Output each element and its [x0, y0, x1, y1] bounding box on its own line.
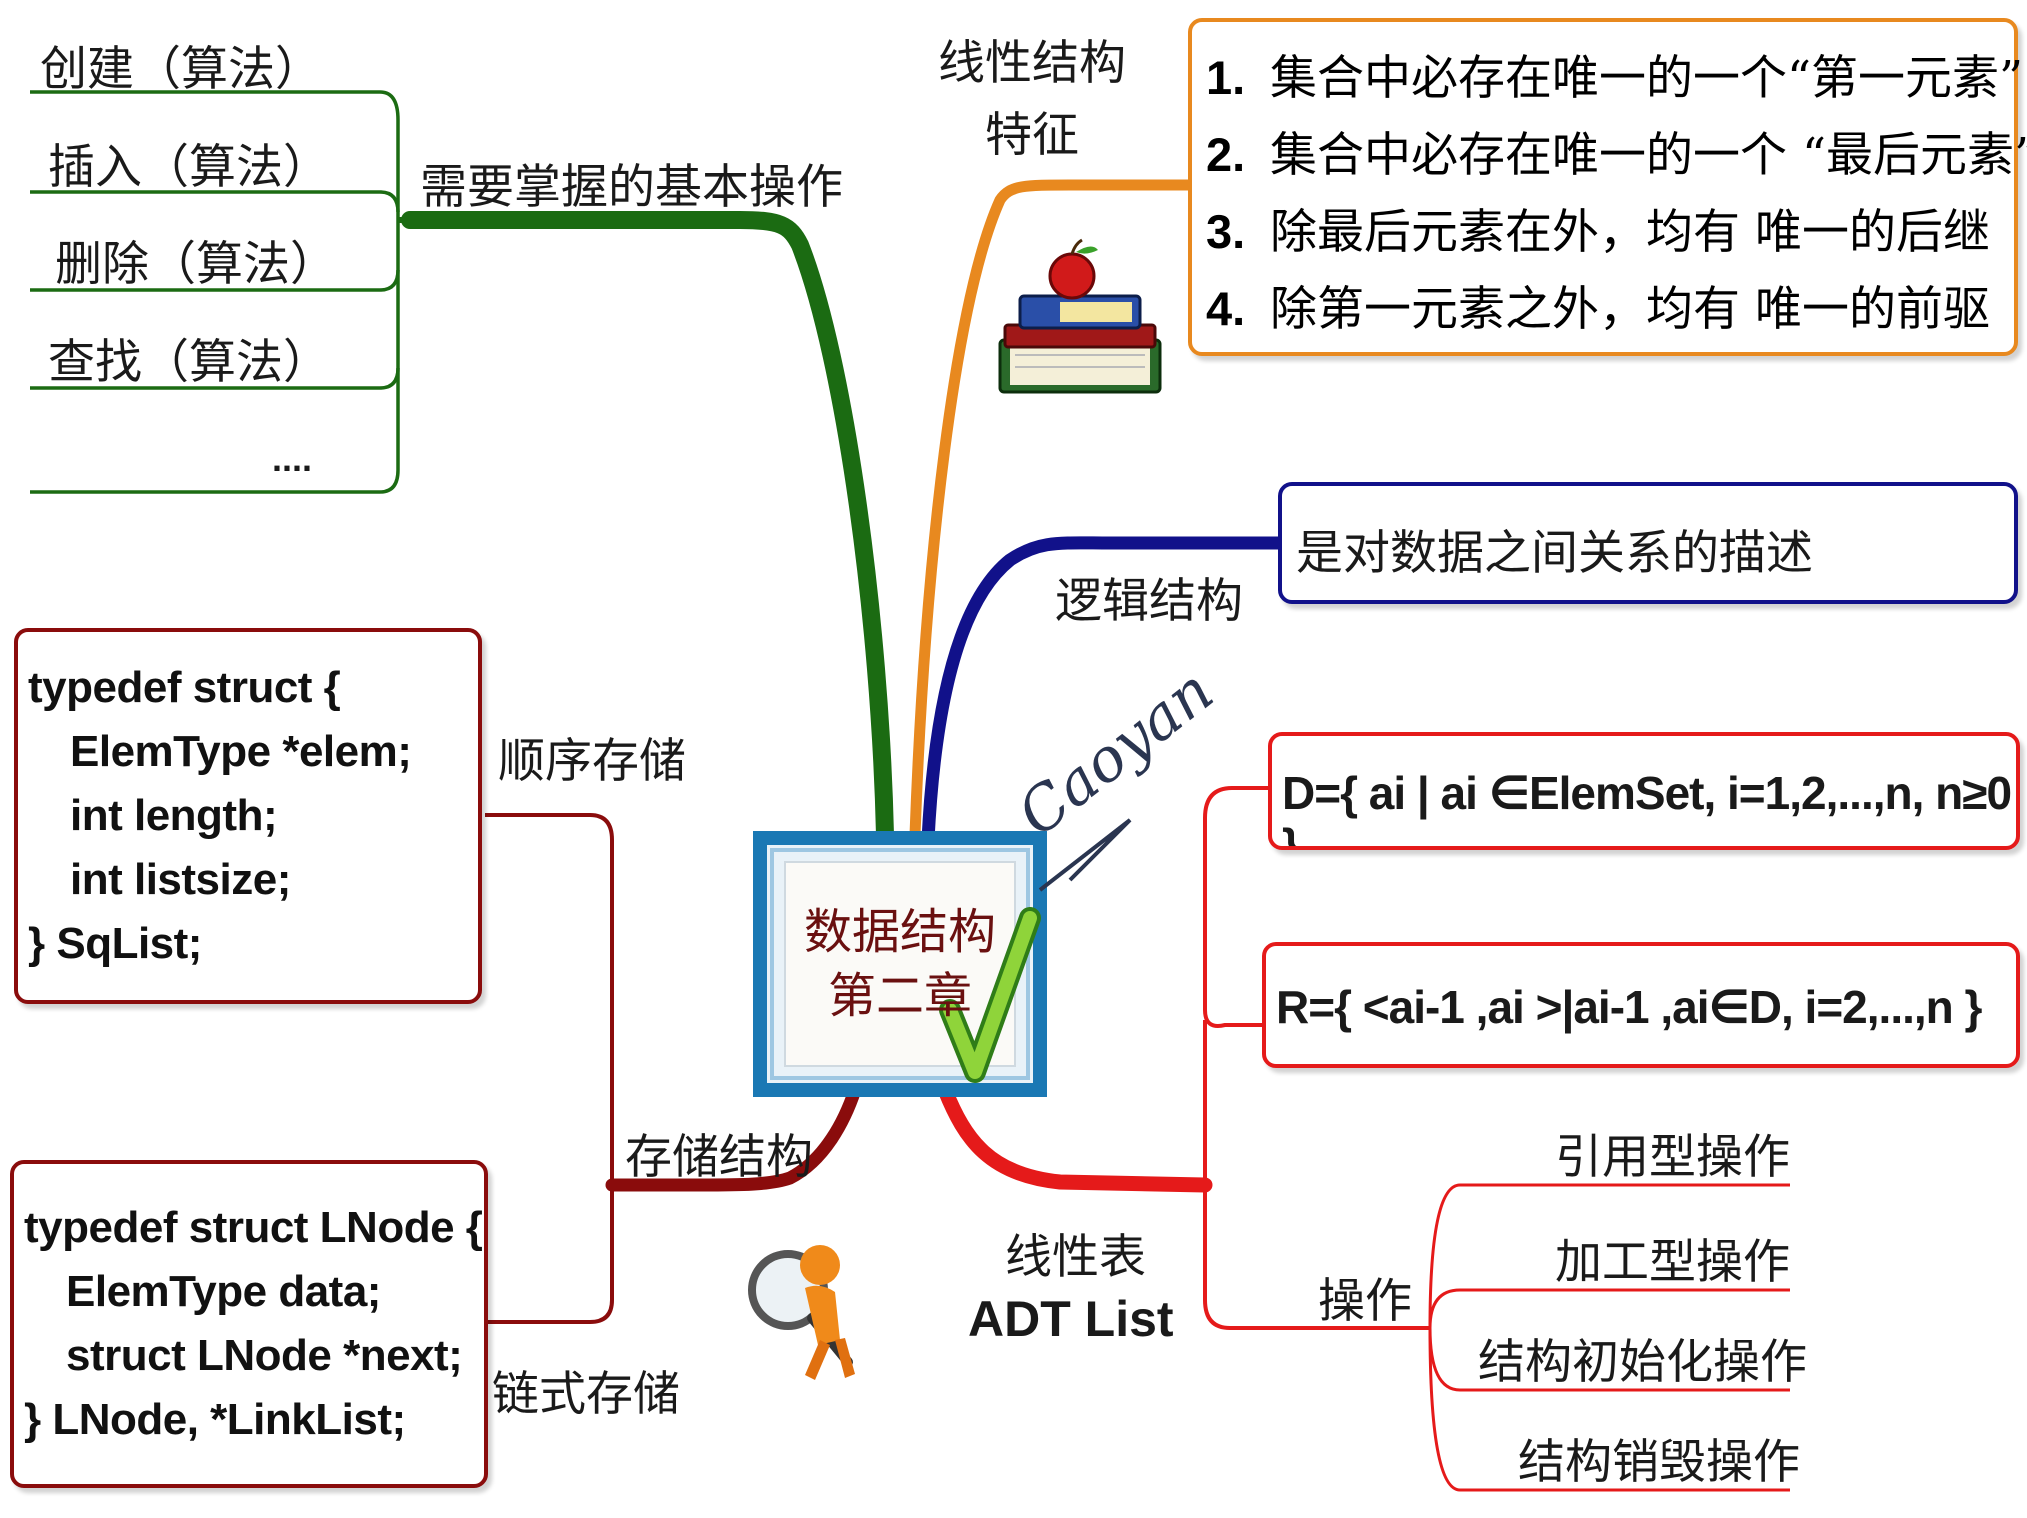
feature-num-1: 1. — [1206, 51, 1246, 104]
features-title-line1: 线性结构 — [938, 36, 1126, 91]
linked-code-line-1: typedef struct LNode { — [24, 1203, 483, 1252]
adt-branch-lines — [937, 786, 1790, 1492]
feature-item-2: 2. 集合中必存在唯一的一个 “最后元素” — [1206, 117, 2027, 194]
feature-item-4: 4. 除第一元素之外，均有 唯一的前驱 — [1206, 271, 2014, 348]
adt-op-reference: 引用型操作 — [1555, 1130, 1790, 1185]
seq-code-line-5: } SqList; — [28, 919, 202, 968]
center-frame — [753, 831, 1047, 1097]
logic-title: 逻辑结构 — [1055, 574, 1243, 629]
seq-code-line-3: int length; — [70, 791, 278, 840]
features-branch-lines — [909, 179, 1196, 841]
seq-code-line-4: int listsize; — [70, 855, 291, 904]
features-title: 线性结构 特征 — [938, 28, 1126, 172]
ops-item-more: .... — [272, 438, 313, 479]
ops-branch-title: 需要掌握的基本操作 — [420, 160, 843, 215]
ops-branch-lines — [30, 90, 894, 844]
logic-box: 是对数据之间关系的描述 — [1278, 482, 2018, 604]
books-with-apple-icon — [998, 238, 1162, 394]
seq-code-line-2: ElemType *elem; — [70, 727, 412, 776]
adt-title-line1: 线性表 — [1005, 1230, 1146, 1285]
feature-text-2: 集合中必存在唯一的一个 “最后元素” — [1270, 128, 2027, 183]
adt-op-process: 加工型操作 — [1555, 1235, 1790, 1290]
linked-code-line-4: } LNode, *LinkList; — [24, 1395, 406, 1444]
center-title-line1: 数据结构 — [803, 904, 996, 960]
linked-code-box: typedef struct LNode { ElemType data; st… — [10, 1160, 488, 1488]
adt-d-def-overflow: } — [1282, 819, 1300, 850]
adt-d-def: D={ ai | ai ∈ElemSet, i=1,2,...,n, n≥0 — [1282, 767, 2012, 819]
ops-item-find: 查找（算法） — [48, 335, 330, 390]
storage-branch-lines — [485, 813, 862, 1324]
adt-title-line2: ADT List — [968, 1291, 1174, 1347]
adt-r-def: R={ <ai-1 ,ai >|ai-1 ,ai∈D, i=2,...,n } — [1276, 981, 1982, 1033]
ops-item-create: 创建（算法） — [40, 42, 322, 97]
storage-seq-label: 顺序存储 — [498, 734, 686, 789]
storage-title: 存储结构 — [625, 1130, 813, 1185]
watermark-stroke — [1038, 818, 1132, 892]
seq-code-line-1: typedef struct { — [28, 663, 341, 712]
storage-linked-label: 链式存储 — [492, 1367, 680, 1422]
feature-text-3: 除最后元素在外，均有 唯一的后继 — [1270, 205, 1990, 260]
checkmark-icon — [939, 907, 1041, 1083]
feature-num-3: 3. — [1206, 205, 1246, 258]
magnifier-person-icon — [748, 1245, 855, 1380]
linked-code-line-2: ElemType data; — [66, 1267, 381, 1316]
linked-code-line-3: struct LNode *next; — [66, 1331, 463, 1380]
adt-ops-label: 操作 — [1318, 1274, 1412, 1329]
feature-num-4: 4. — [1206, 282, 1246, 335]
feature-text-1: 集合中必存在唯一的一个“第一元素” — [1270, 51, 2024, 106]
features-title-line2: 特征 — [985, 108, 1079, 163]
seq-code-box: typedef struct { ElemType *elem; int len… — [14, 628, 482, 1004]
center-title-line2: 第二章 — [827, 968, 972, 1024]
ops-item-delete: 删除（算法） — [55, 237, 337, 292]
feature-num-2: 2. — [1206, 128, 1246, 181]
center-title: 数据结构 第二章 — [790, 900, 1010, 1028]
features-box: 1. 集合中必存在唯一的一个“第一元素” 2. 集合中必存在唯一的一个 “最后元素”… — [1188, 18, 2027, 356]
feature-text-4: 除第一元素之外，均有 唯一的前驱 — [1270, 282, 1990, 337]
feature-item-3: 3. 除最后元素在外，均有 唯一的后继 — [1206, 194, 2014, 271]
logic-desc: 是对数据之间关系的描述 — [1296, 526, 1813, 581]
adt-op-destroy: 结构销毁操作 — [1518, 1435, 1800, 1490]
ops-item-insert: 插入（算法） — [48, 140, 330, 195]
logic-branch-lines — [921, 536, 1287, 847]
adt-d-box: D={ ai | ai ∈ElemSet, i=1,2,...,n, n≥0 } — [1268, 732, 2020, 850]
feature-item-1: 1. 集合中必存在唯一的一个“第一元素” — [1206, 40, 2023, 117]
adt-r-box: R={ <ai-1 ,ai >|ai-1 ,ai∈D, i=2,...,n } — [1262, 942, 2020, 1068]
adt-op-init: 结构初始化操作 — [1478, 1335, 1807, 1390]
